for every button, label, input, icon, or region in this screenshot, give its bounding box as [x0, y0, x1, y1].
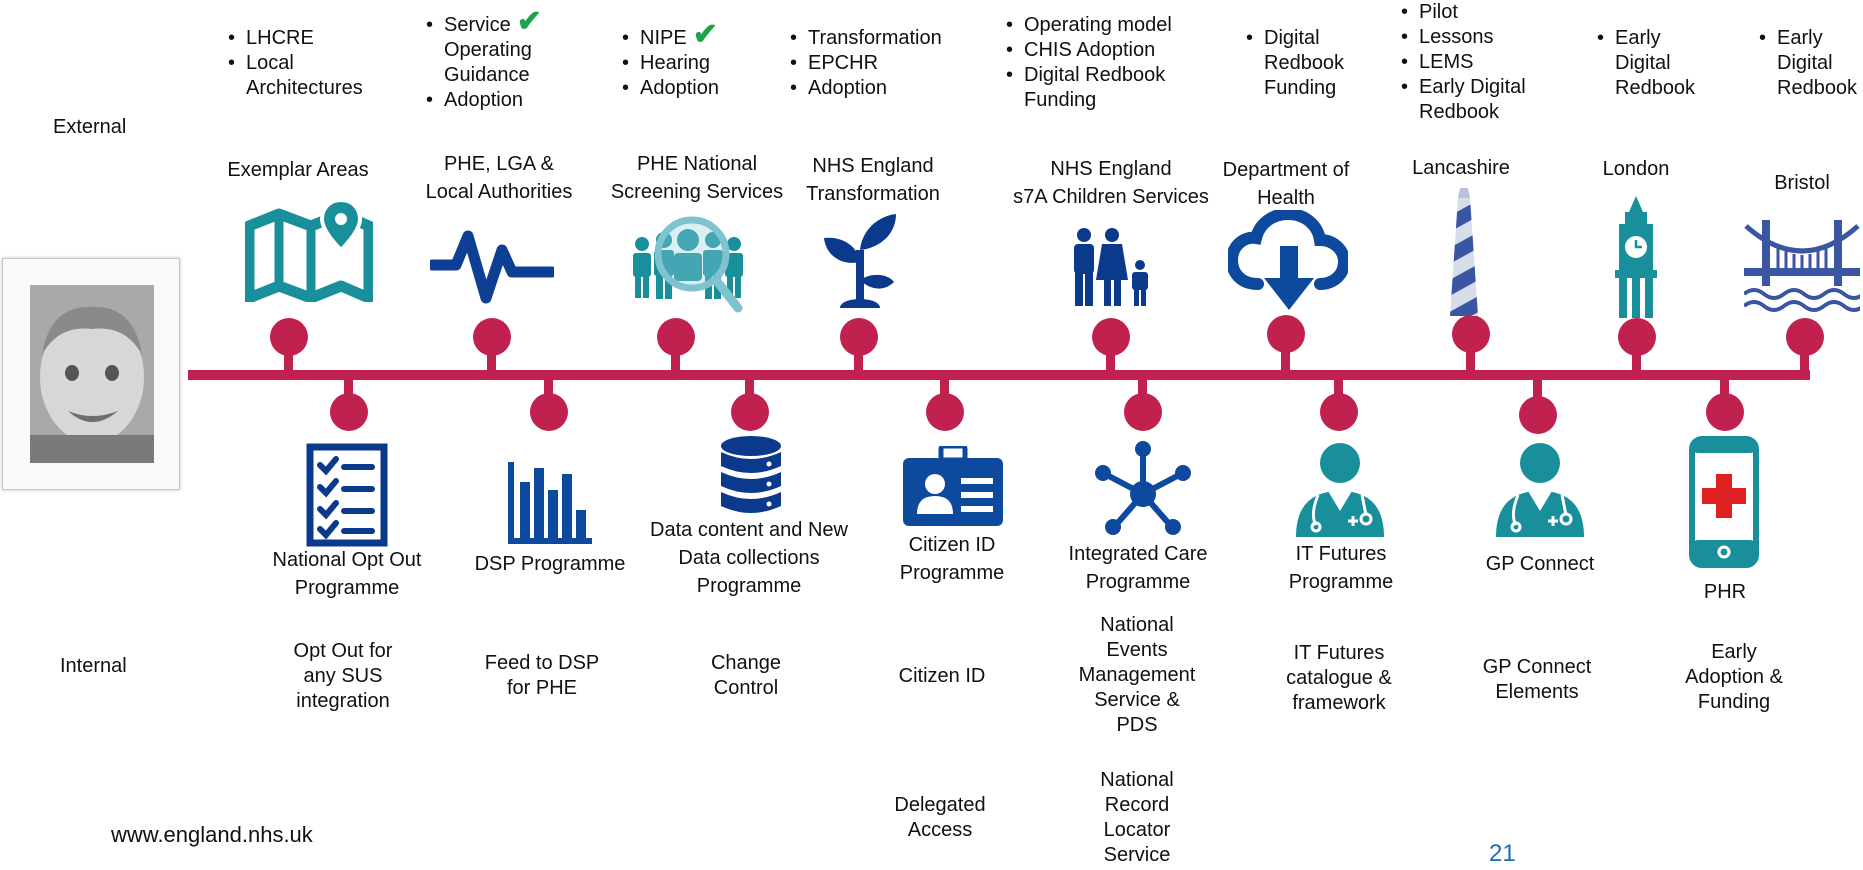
- timeline-pin: [473, 318, 511, 356]
- phr-title: PHR: [1703, 581, 1747, 603]
- network-hub-icon: [1095, 441, 1191, 535]
- clock-tower-icon: [1615, 196, 1657, 318]
- child-photo: [2, 258, 180, 490]
- plant-sprout-icon: [824, 214, 896, 308]
- timeline-pin: [1786, 318, 1824, 356]
- citizen-id-deliverable: Citizen ID: [898, 665, 986, 687]
- pin-stem: [1466, 340, 1475, 374]
- timeline-pin: [1452, 315, 1490, 353]
- timeline-pin: [1618, 318, 1656, 356]
- timeline-pin: [1267, 315, 1305, 353]
- mobile-phone-cross-icon: [1689, 436, 1759, 568]
- timeline-pin: [1320, 393, 1358, 431]
- timeline-pin: [270, 318, 308, 356]
- page-number: 21: [1489, 840, 1516, 867]
- pin-stem: [1106, 340, 1115, 374]
- check-mark-icon: ✔: [692, 18, 718, 51]
- database-icon: [721, 436, 781, 513]
- pin-stem: [671, 340, 680, 374]
- pin-stem: [1281, 340, 1290, 374]
- external-section-label: External: [53, 116, 127, 138]
- timeline-pin: [926, 393, 964, 431]
- pin-stem: [1800, 340, 1809, 374]
- doctor-icon: [1296, 443, 1384, 537]
- bridge-icon: [1744, 220, 1860, 312]
- pin-stem: [1632, 340, 1641, 374]
- gp-connect-title: GP Connect: [1485, 553, 1595, 575]
- pin-stem: [1138, 376, 1147, 406]
- pin-stem: [1533, 376, 1542, 406]
- timeline-pin: [330, 393, 368, 431]
- pin-stem: [1334, 376, 1343, 406]
- timeline-pin: [1706, 393, 1744, 431]
- exemplar-areas-title: Exemplar Areas: [227, 159, 369, 181]
- id-card-icon: [903, 446, 1003, 526]
- pin-stem: [284, 340, 293, 374]
- pin-stem: [854, 340, 863, 374]
- people-magnifier-icon: [633, 216, 743, 313]
- doctor-icon: [1496, 443, 1584, 537]
- dsp-programme-title: DSP Programme: [474, 553, 626, 575]
- cloud-download-icon: [1228, 210, 1348, 310]
- bar-chart-icon: [508, 462, 592, 544]
- footer-url[interactable]: www.england.nhs.uk: [111, 822, 313, 847]
- child-face-image: [30, 285, 154, 463]
- timeline-pin: [1124, 393, 1162, 431]
- pin-stem: [487, 340, 496, 374]
- family-icon: [1074, 228, 1148, 306]
- timeline-pin: [731, 393, 769, 431]
- london-title: London: [1602, 158, 1670, 180]
- nhs-s7a-bullets: Operating model CHIS Adoption Digital Re…: [1006, 13, 1172, 113]
- map-pin-icon: [245, 200, 373, 302]
- checklist-icon: [306, 443, 388, 547]
- nhs-transformation-bullets: Transformation EPCHR Adoption: [790, 26, 942, 101]
- bristol-title: Bristol: [1774, 172, 1830, 194]
- lighthouse-icon: [1450, 188, 1478, 316]
- lancashire-title: Lancashire: [1412, 157, 1510, 179]
- timeline-pin: [1519, 396, 1557, 434]
- phe-screening-bullets: NIPE✔ Hearing Adoption: [622, 20, 719, 102]
- pin-stem: [344, 376, 353, 406]
- timeline-pin: [657, 318, 695, 356]
- timeline-pin: [840, 318, 878, 356]
- pin-stem: [745, 376, 754, 406]
- timeline-pin: [1092, 318, 1130, 356]
- timeline-pin: [530, 393, 568, 431]
- internal-section-label: Internal: [60, 655, 127, 677]
- heartbeat-pulse-icon: [430, 230, 554, 304]
- pin-stem: [544, 376, 553, 406]
- pin-stem: [1720, 376, 1729, 406]
- timeline-line: [188, 370, 1810, 380]
- phe-lga-title: PHE, LGA &Local Authorities: [425, 153, 573, 203]
- check-mark-icon: ✔: [516, 5, 542, 38]
- pin-stem: [940, 376, 949, 406]
